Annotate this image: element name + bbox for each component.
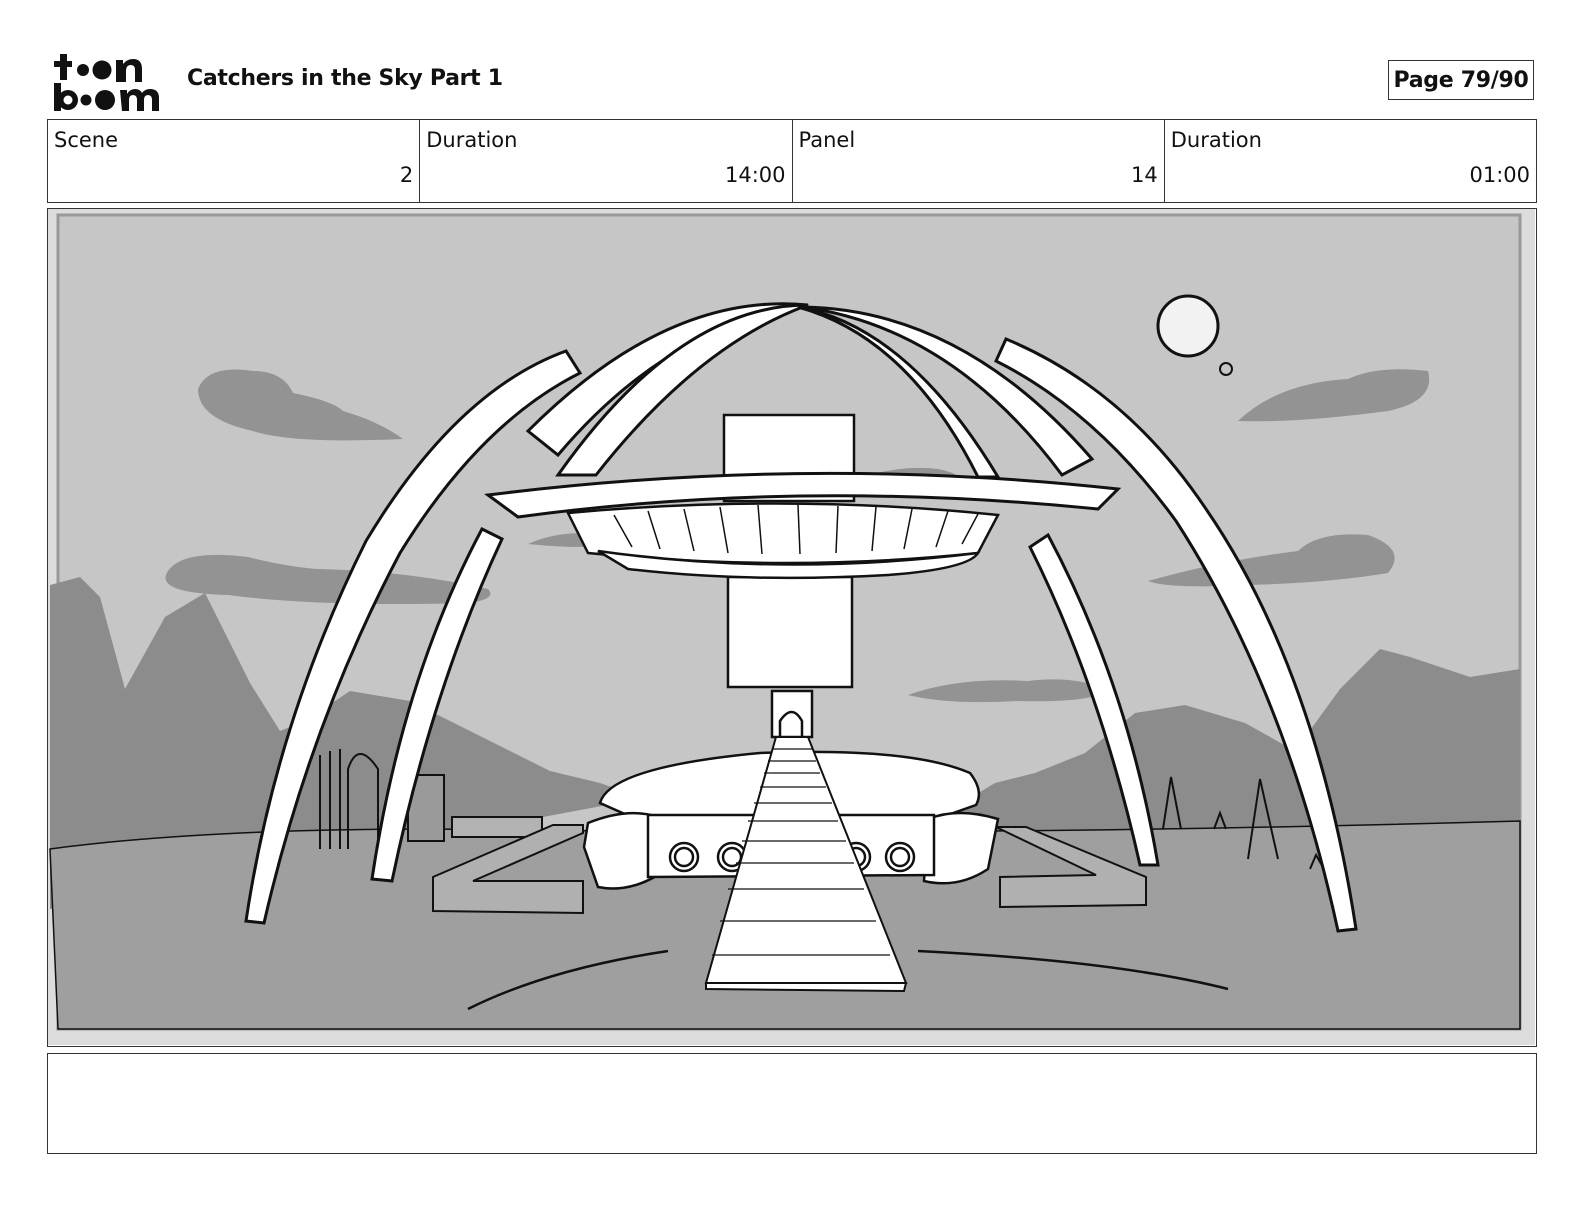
platforms: [432, 824, 1147, 915]
scene-duration-cell: Duration 14:00: [420, 120, 793, 202]
saucer: [566, 502, 1000, 580]
panel-duration-value: 01:00: [1469, 163, 1530, 187]
scene-cell: Scene 2: [48, 120, 421, 202]
staircase: [704, 736, 908, 993]
panel-label: Panel: [798, 128, 856, 152]
scene-value: 2: [399, 163, 414, 187]
clouds: [165, 369, 1430, 703]
page-number: Page 79/90: [1388, 60, 1534, 100]
arches: [244, 302, 1358, 933]
scene-info-table: Scene 2 Duration 14:00 Panel 14 Duration…: [47, 119, 1537, 203]
scene-duration-value: 14:00: [724, 163, 786, 187]
panel-duration-cell: Duration 01:00: [1165, 120, 1536, 202]
document-title: Catchers in the Sky Part 1: [187, 66, 503, 91]
scene-duration-label: Duration: [426, 128, 518, 152]
panel-notes: [47, 1053, 1537, 1154]
moon: [1156, 294, 1220, 358]
scene-label: Scene: [54, 128, 119, 152]
panel-value: 14: [1131, 163, 1158, 187]
panel-sketch: [48, 209, 1535, 1045]
panel-cell: Panel 14: [793, 120, 1165, 202]
toon-boom-logo: [54, 54, 159, 111]
panel-duration-label: Duration: [1170, 128, 1262, 152]
storyboard-panel: [47, 208, 1537, 1047]
